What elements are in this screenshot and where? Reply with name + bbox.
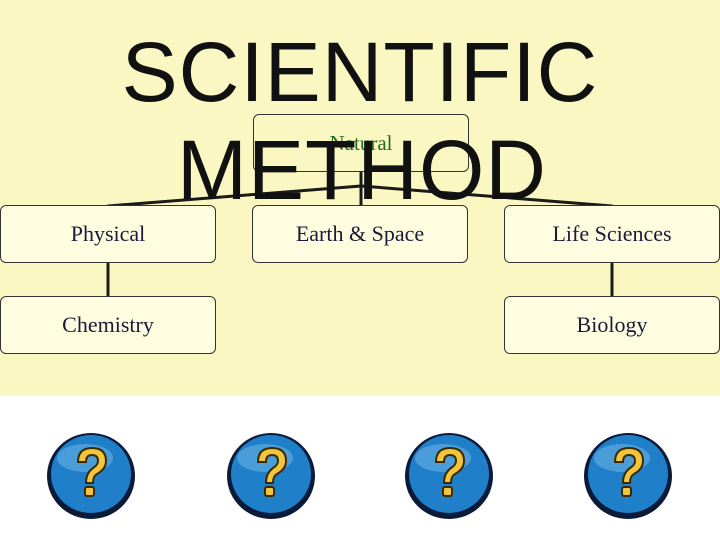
node-life-sciences-label: Life Sciences — [552, 221, 672, 246]
help-button-4[interactable] — [582, 428, 674, 522]
node-chemistry-label: Chemistry — [62, 312, 154, 337]
node-physical: Physical — [0, 205, 216, 263]
node-chemistry: Chemistry — [0, 296, 216, 354]
help-button-3[interactable] — [403, 428, 495, 522]
node-earth-space-label: Earth & Space — [295, 221, 425, 246]
node-biology: Biology — [504, 296, 720, 354]
help-button-2[interactable] — [225, 428, 317, 522]
node-biology-label: Biology — [576, 312, 648, 337]
node-life-sciences: Life Sciences — [504, 205, 720, 263]
question-mark-icon — [584, 433, 672, 519]
node-physical-label: Physical — [70, 221, 146, 246]
question-mark-icon — [47, 433, 135, 519]
help-button-1[interactable] — [45, 428, 137, 522]
question-mark-icon — [405, 433, 493, 519]
connector-lines — [106, 171, 614, 298]
question-mark-icon — [227, 433, 315, 519]
node-earth-space: Earth & Space — [252, 205, 468, 263]
node-natural: Natural — [253, 114, 469, 172]
